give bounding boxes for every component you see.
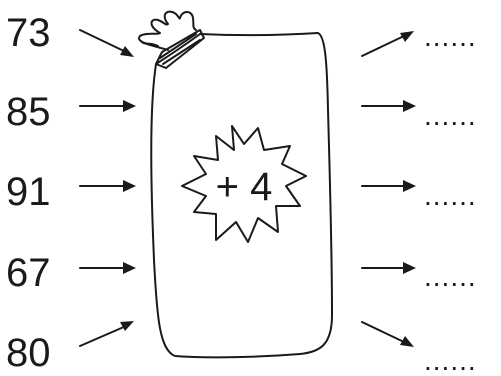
output-blank-3: ...... (424, 180, 477, 211)
output-blank-1: ...... (424, 21, 477, 52)
output-blank-2: ...... (424, 100, 477, 131)
input-arrow-3 (80, 180, 136, 192)
input-number-3: 91 (6, 170, 51, 214)
input-arrow-5 (80, 321, 134, 346)
input-arrow-1 (80, 30, 134, 57)
input-number-1: 73 (6, 11, 51, 55)
input-number-4: 67 (6, 251, 51, 295)
output-arrow-4 (362, 262, 416, 274)
output-arrow-5 (362, 322, 414, 347)
bag-tie-icon (139, 12, 204, 68)
output-blank-5: ...... (424, 345, 477, 376)
input-arrow-4 (80, 262, 136, 274)
input-number-5: 80 (6, 331, 51, 375)
input-arrow-2 (80, 100, 136, 112)
output-arrow-1 (362, 31, 414, 56)
operation-label: + 4 (216, 165, 273, 209)
output-arrow-3 (362, 180, 416, 192)
output-blank-4: ...... (424, 261, 477, 292)
input-number-2: 85 (6, 90, 51, 134)
output-arrow-2 (362, 100, 416, 112)
